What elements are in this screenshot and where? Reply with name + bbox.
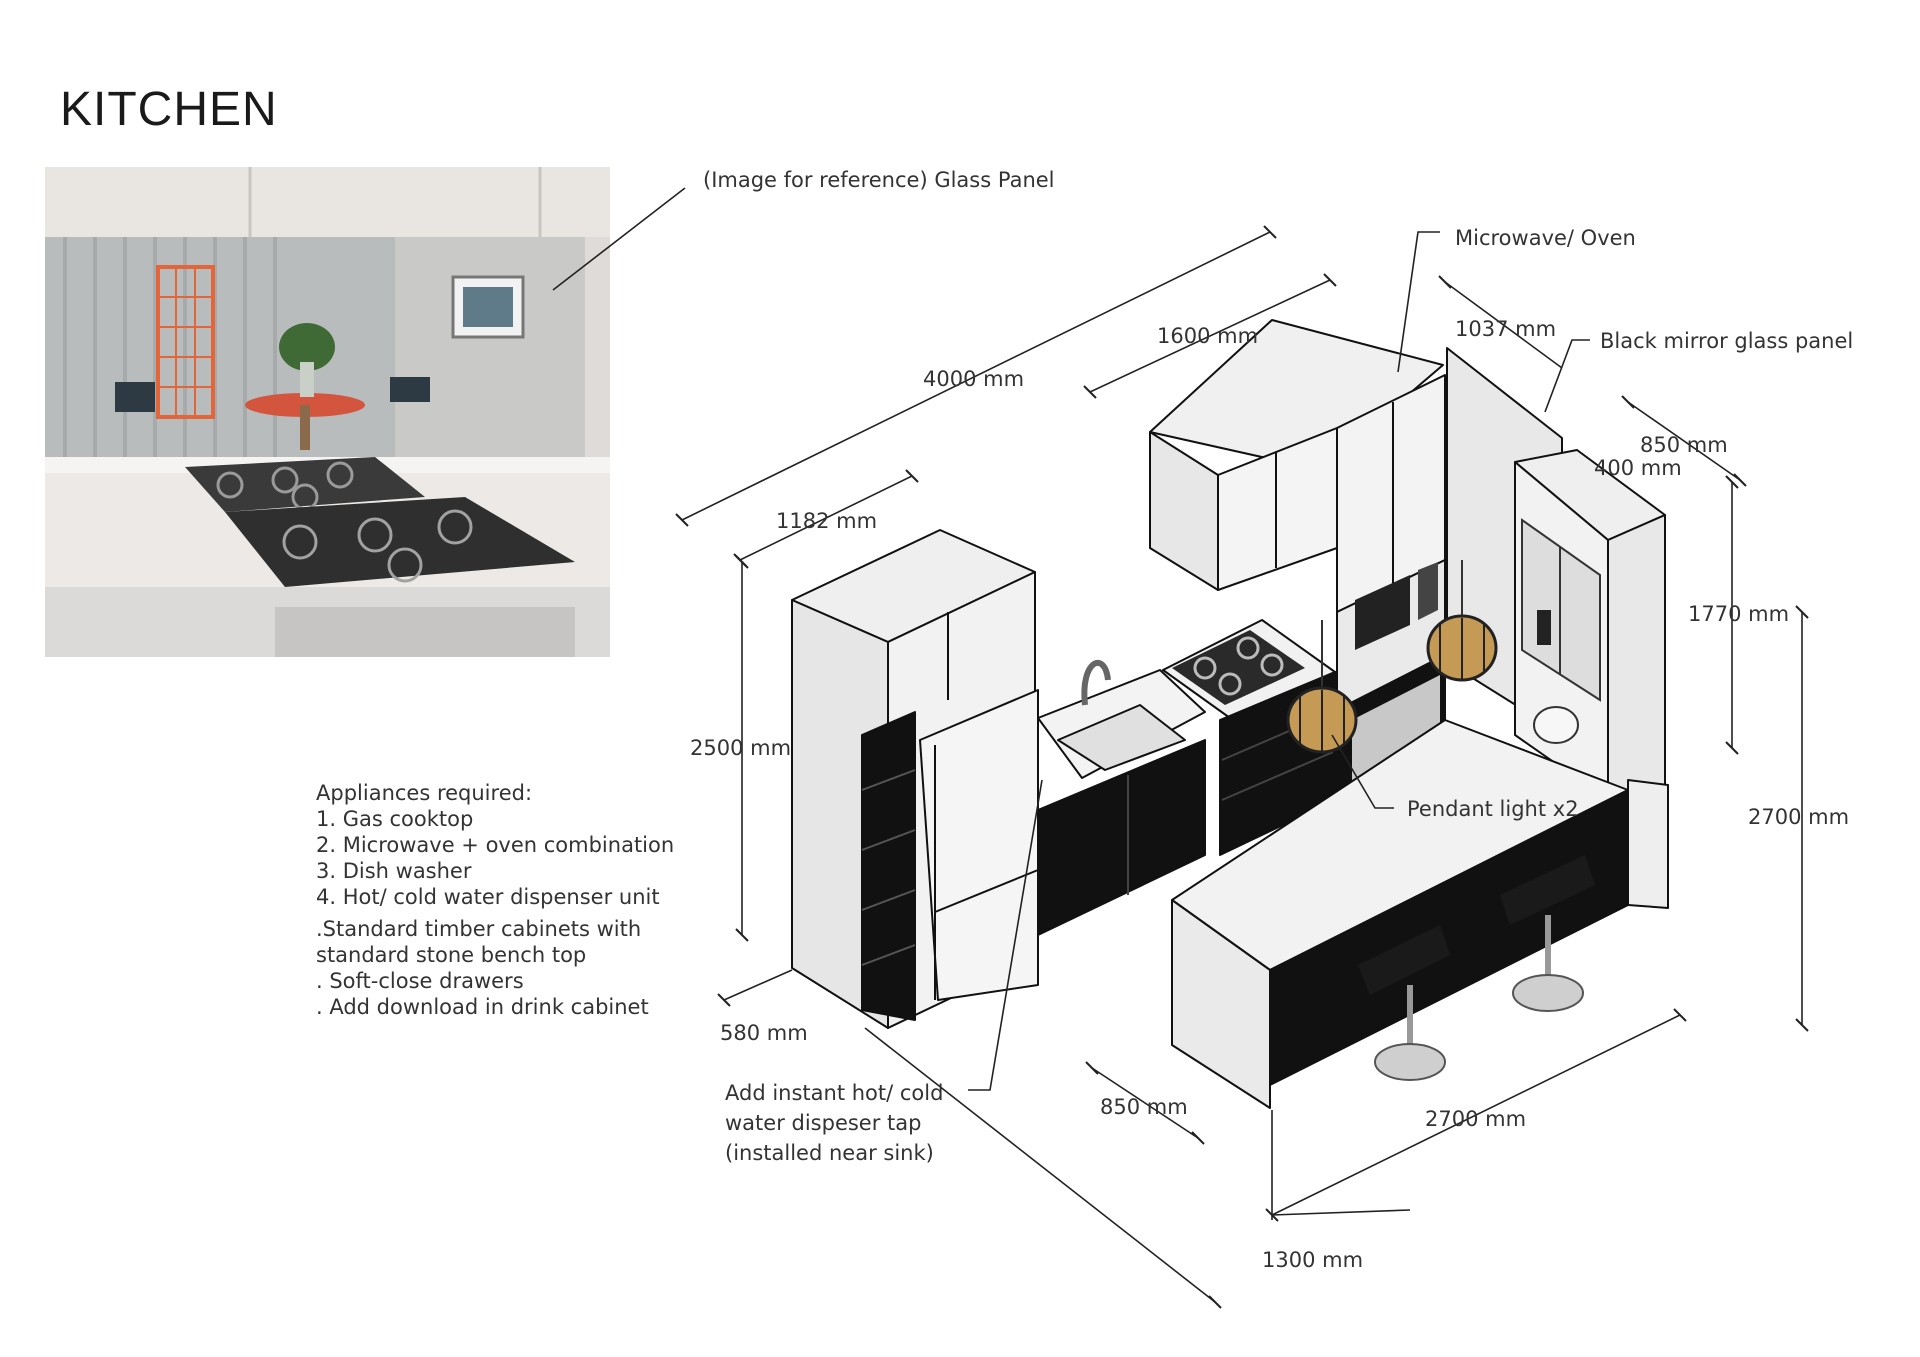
appliances-heading: Appliances required: bbox=[316, 781, 533, 805]
dim-400-label: 400 mm bbox=[1594, 456, 1682, 480]
dishwasher bbox=[1352, 675, 1440, 790]
bar-stool bbox=[1500, 855, 1595, 1012]
dim-1770-label: 1770 mm bbox=[1688, 602, 1789, 626]
pendant-light-icon bbox=[1426, 560, 1498, 682]
extra-note: standard stone bench top bbox=[316, 943, 587, 967]
appliance-item: 3. Dish washer bbox=[316, 859, 472, 883]
dimension-4000 bbox=[675, 225, 1277, 527]
island-end-right bbox=[1627, 779, 1669, 909]
dimension-2700-height bbox=[1795, 605, 1809, 1032]
tap-note-line-2: water dispeser tap bbox=[725, 1111, 921, 1135]
tap-leader bbox=[968, 779, 1043, 1091]
dimension-850-bottom bbox=[1085, 1061, 1205, 1145]
reference-photo bbox=[45, 167, 610, 657]
dim-4000-label: 4000 mm bbox=[923, 367, 1024, 391]
dim-1182-label: 1182 mm bbox=[776, 509, 877, 533]
dimension-850-top bbox=[1621, 395, 1747, 487]
drinks-cabinet-side bbox=[1607, 514, 1666, 801]
sink-basin bbox=[1057, 704, 1186, 771]
sink-base-cabinet bbox=[1037, 739, 1206, 936]
microwave-oven-label: Microwave/ Oven bbox=[1455, 226, 1636, 250]
fridge-door bbox=[919, 689, 1039, 1001]
dim-580-label: 580 mm bbox=[720, 1021, 808, 1045]
black-mirror-label: Black mirror glass panel bbox=[1600, 329, 1853, 353]
dimension-1300 bbox=[864, 1027, 1411, 1309]
dimension-1600 bbox=[1083, 273, 1337, 399]
extra-note: . Add download in drink cabinet bbox=[316, 995, 649, 1019]
microwave-window bbox=[1355, 575, 1410, 650]
dim-2500-label: 2500 mm bbox=[690, 736, 791, 760]
glass-panel-caption: (Image for reference) Glass Panel bbox=[703, 168, 1055, 192]
dim-2700-height-label: 2700 mm bbox=[1748, 805, 1849, 829]
dim-2700-width-label: 2700 mm bbox=[1425, 1107, 1526, 1131]
page-title: KITCHEN bbox=[60, 83, 278, 136]
microwave-leader bbox=[1397, 231, 1440, 373]
water-dispenser-icon bbox=[1533, 706, 1579, 744]
upper-cabinet-side bbox=[1149, 431, 1219, 591]
glass-panel-leader bbox=[552, 187, 686, 291]
tap-note-line-3: (installed near sink) bbox=[725, 1141, 934, 1165]
island-end bbox=[1171, 899, 1271, 1109]
dimension-2500 bbox=[735, 555, 749, 942]
pantry-open-shelves bbox=[861, 711, 916, 1021]
dimension-1770 bbox=[1725, 475, 1739, 755]
dim-1300-label: 1300 mm bbox=[1262, 1248, 1363, 1272]
dim-1600-label: 1600 mm bbox=[1157, 324, 1258, 348]
gas-cooktop bbox=[1172, 630, 1305, 705]
dim-850-bottom-label: 850 mm bbox=[1100, 1095, 1188, 1119]
dim-1037-label: 1037 mm bbox=[1455, 317, 1556, 341]
bar-stool bbox=[1358, 925, 1450, 1081]
black-mirror-leader bbox=[1544, 339, 1590, 413]
requirements-notes: Appliances required: 1. Gas cooktop 2. M… bbox=[316, 780, 674, 1020]
dim-850-top-label: 850 mm bbox=[1640, 433, 1728, 457]
sink-tap-icon bbox=[1081, 659, 1111, 706]
microwave-panel bbox=[1418, 562, 1438, 620]
bottle-icon bbox=[1537, 610, 1551, 645]
pendant-leader bbox=[1331, 734, 1394, 809]
appliance-item: 4. Hot/ cold water dispenser unit bbox=[316, 885, 660, 909]
dimension-580 bbox=[717, 969, 793, 1007]
appliance-item: 1. Gas cooktop bbox=[316, 807, 474, 831]
appliance-item: 2. Microwave + oven combination bbox=[316, 833, 675, 857]
tap-note-line-1: Add instant hot/ cold bbox=[725, 1081, 943, 1105]
extra-note: . Soft-close drawers bbox=[316, 969, 524, 993]
upper-cabinet-front bbox=[1217, 427, 1338, 591]
pendant-light-label: Pendant light x2 bbox=[1407, 797, 1579, 821]
dimension-1037 bbox=[1438, 275, 1563, 369]
extra-note: .Standard timber cabinets with bbox=[316, 917, 642, 941]
pendant-light-icon bbox=[1286, 620, 1358, 754]
